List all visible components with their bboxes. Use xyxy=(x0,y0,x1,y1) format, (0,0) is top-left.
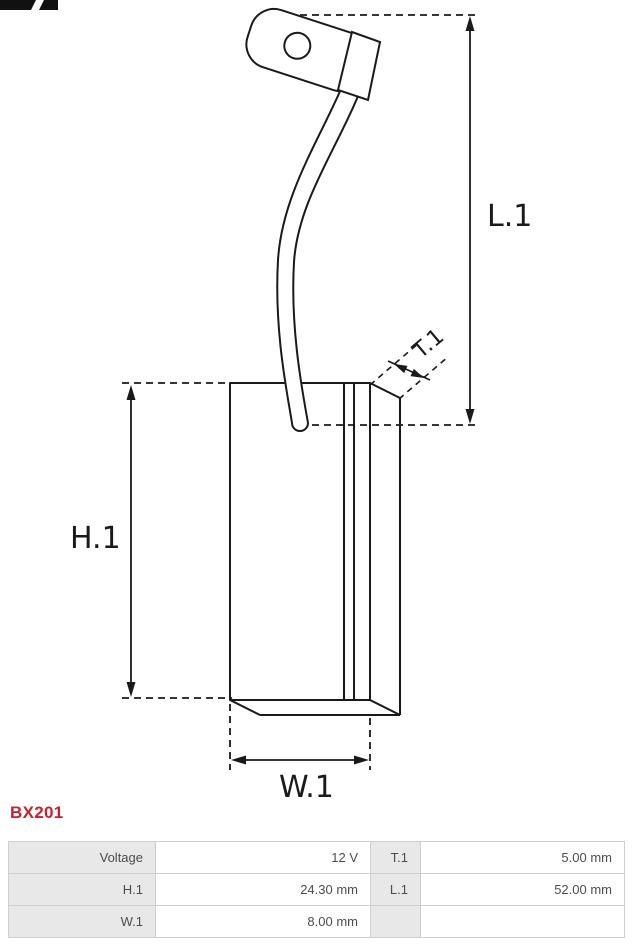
terminal-lug xyxy=(245,7,370,93)
crimp-sleeve xyxy=(336,30,382,102)
brush-body xyxy=(229,382,401,716)
spec-row-1: Voltage 12 V T.1 5.00 mm xyxy=(8,841,625,874)
spec-value-w1: 8.00 mm xyxy=(155,905,371,938)
w1-label: W.1 xyxy=(279,770,334,800)
spec-row-3: W.1 8.00 mm xyxy=(8,905,625,938)
w1-arrow-right-icon xyxy=(354,755,369,765)
spec-value-empty xyxy=(420,905,625,938)
spec-label-h1: H.1 xyxy=(8,873,156,906)
spec-label-voltage: Voltage xyxy=(8,841,156,874)
technical-drawing: L.1 H.1 W.1 T.1 xyxy=(0,0,532,800)
brush-top-depth-edge xyxy=(369,382,401,399)
l1-arrow-up-icon xyxy=(465,16,475,31)
dimension-h1: H.1 xyxy=(70,382,232,699)
spec-value-voltage: 12 V xyxy=(155,841,371,874)
part-number: BX201 xyxy=(10,803,64,822)
brush-bottom-left-depth-edge xyxy=(229,699,261,716)
logo-fragment xyxy=(0,0,58,10)
l1-arrow-down-icon xyxy=(465,409,475,424)
dimension-l1: L.1 xyxy=(300,14,532,426)
terminal-hole xyxy=(283,31,312,60)
spec-label-t1: T.1 xyxy=(370,841,421,874)
lead-wire xyxy=(276,87,360,432)
t1-label: T.1 xyxy=(408,324,449,364)
h1-arrow-down-icon xyxy=(126,682,136,697)
spec-value-h1: 24.30 mm xyxy=(155,873,371,906)
t1-arrow-upleft-icon xyxy=(394,364,408,374)
h1-label: H.1 xyxy=(70,521,121,556)
spec-row-2: H.1 24.30 mm L.1 52.00 mm xyxy=(8,873,625,906)
spec-label-l1: L.1 xyxy=(370,873,421,906)
spec-value-l1: 52.00 mm xyxy=(420,873,625,906)
spec-label-w1: W.1 xyxy=(8,905,156,938)
dimension-w1: W.1 xyxy=(229,704,371,800)
spec-value-t1: 5.00 mm xyxy=(420,841,625,874)
l1-label: L.1 xyxy=(487,199,532,234)
t1-arrow-downright-icon xyxy=(410,368,424,378)
h1-arrow-up-icon xyxy=(126,385,136,400)
spec-label-empty xyxy=(370,905,421,938)
dimension-t1: T.1 xyxy=(369,324,450,400)
w1-arrow-left-icon xyxy=(231,755,246,765)
spec-table: Voltage 12 V T.1 5.00 mm H.1 24.30 mm L.… xyxy=(8,841,625,938)
brush-bottom-right-depth-edge xyxy=(369,699,401,716)
